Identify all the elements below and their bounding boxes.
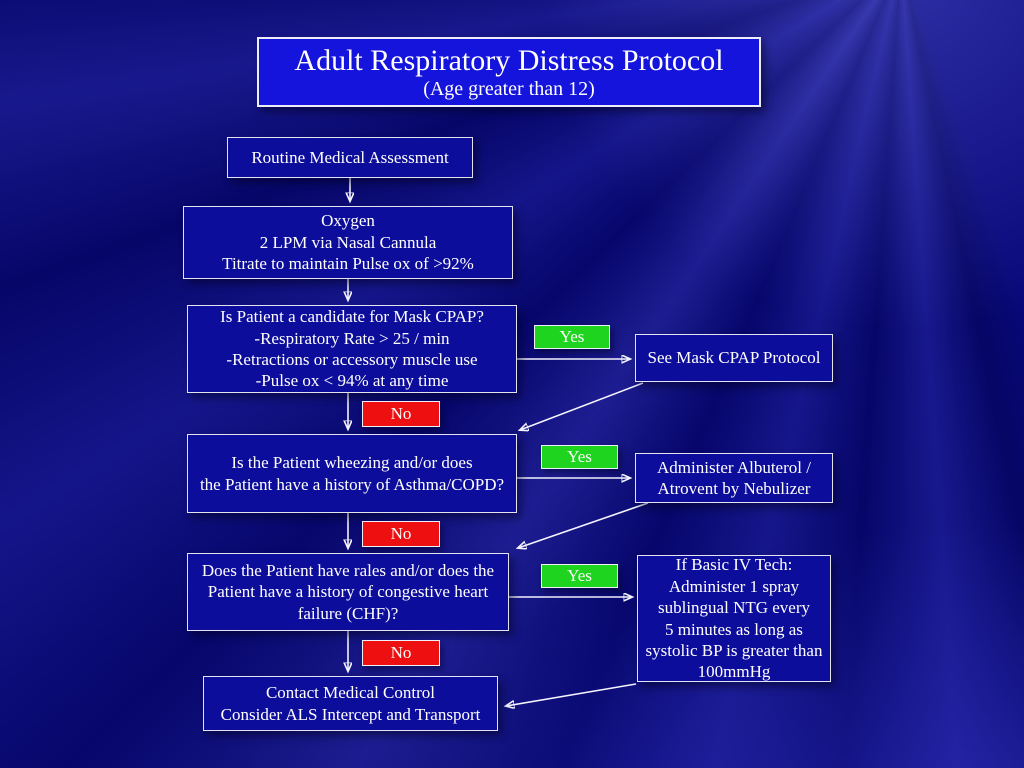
node-see-mask-cpap-protocol: See Mask CPAP Protocol bbox=[635, 334, 833, 382]
arrow-ntg-to-contact bbox=[506, 683, 637, 706]
slide-title-box: Adult Respiratory Distress Protocol (Age… bbox=[257, 37, 761, 107]
node-routine-medical-assessment: Routine Medical Assessment bbox=[227, 137, 473, 178]
slide-title: Adult Respiratory Distress Protocol bbox=[294, 44, 724, 78]
node-contact-medical-control: Contact Medical Control Consider ALS Int… bbox=[203, 676, 498, 731]
node-oxygen-instructions: Oxygen 2 LPM via Nasal Cannula Titrate t… bbox=[183, 206, 513, 279]
slide-subtitle: (Age greater than 12) bbox=[423, 77, 595, 100]
label-no-chf: No bbox=[362, 640, 440, 666]
arrow-albuterol-to-chf bbox=[518, 502, 649, 548]
node-wheezing-asthma-question: Is the Patient wheezing and/or does the … bbox=[187, 434, 517, 513]
node-administer-albuterol: Administer Albuterol / Atrovent by Nebul… bbox=[635, 453, 833, 503]
label-yes-chf: Yes bbox=[541, 564, 618, 588]
label-yes-cpap: Yes bbox=[534, 325, 610, 349]
node-ntg-instructions: If Basic IV Tech: Administer 1 spray sub… bbox=[637, 555, 831, 682]
node-cpap-candidate-question: Is Patient a candidate for Mask CPAP? -R… bbox=[187, 305, 517, 393]
label-no-cpap: No bbox=[362, 401, 440, 427]
label-no-wheezing: No bbox=[362, 521, 440, 547]
label-yes-wheezing: Yes bbox=[541, 445, 618, 469]
node-rales-chf-question: Does the Patient have rales and/or does … bbox=[187, 553, 509, 631]
arrow-seemask-to-wheeze bbox=[520, 382, 644, 430]
